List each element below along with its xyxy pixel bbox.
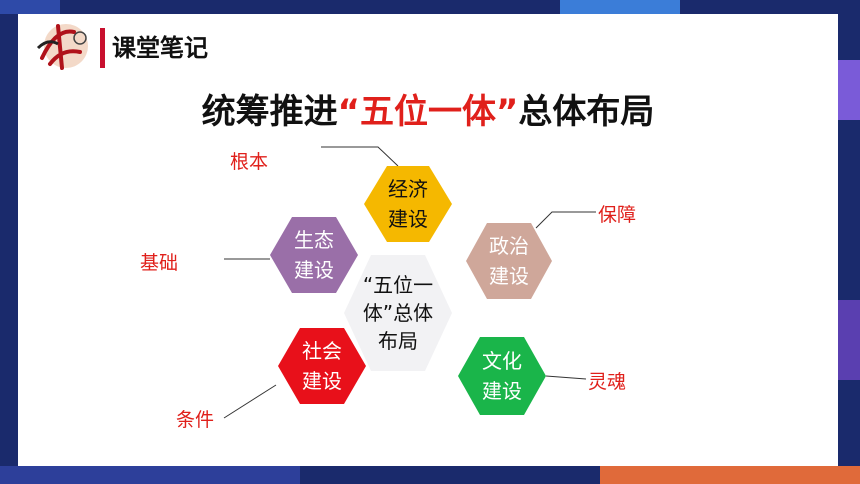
politics-line1: 政治 [489, 234, 529, 258]
politics-hexagon [466, 223, 552, 299]
culture-node-text: 文化 建设 [458, 346, 546, 406]
culture-line1: 文化 [482, 349, 522, 373]
background-stripe [0, 0, 60, 14]
connector-society [223, 384, 277, 419]
label-economy-role: 根本 [230, 151, 269, 173]
politics-line2: 建设 [489, 264, 529, 288]
economy-hexagon [364, 166, 452, 242]
society-line2: 建设 [302, 369, 342, 393]
label-culture-role: 灵魂 [588, 371, 627, 393]
background-stripe [838, 60, 860, 120]
society-hexagon [278, 328, 366, 404]
header-accent-bar [100, 28, 105, 68]
background-stripe [0, 466, 300, 484]
center-line2: 体”总体 [362, 301, 434, 325]
background-stripe [560, 0, 680, 14]
politics-node-text: 政治 建设 [466, 231, 552, 291]
society-line1: 社会 [302, 339, 342, 363]
economy-line2: 建设 [388, 207, 428, 231]
center-line1: “五位一 [362, 273, 434, 297]
center-node-text: “五位一 体”总体 布局 [344, 271, 452, 355]
header-title: 课堂笔记 [112, 34, 208, 62]
label-ecology-role: 基础 [140, 252, 179, 274]
title-highlight: “五位一体” [337, 92, 519, 132]
connector-politics [535, 211, 596, 229]
ecology-hexagon [270, 217, 358, 293]
connector-economy [321, 146, 399, 167]
ecology-node-text: 生态 建设 [270, 225, 358, 285]
culture-hexagon [458, 337, 546, 415]
title-prefix: 统筹推进 [201, 92, 338, 132]
ecology-line1: 生态 [294, 228, 334, 252]
page-title: 统筹推进“五位一体”总体布局 [18, 84, 838, 133]
center-hexagon [344, 255, 452, 371]
china-dream-logo [36, 24, 88, 70]
five-in-one-diagram [223, 146, 596, 419]
ecology-line2: 建设 [294, 258, 334, 282]
center-line3: 布局 [378, 329, 418, 353]
society-node-text: 社会 建设 [278, 336, 366, 396]
economy-line1: 经济 [388, 177, 428, 201]
background-stripe [838, 300, 860, 380]
economy-node-text: 经济 建设 [364, 174, 452, 234]
label-society-role: 条件 [176, 409, 215, 431]
connector-culture [545, 375, 587, 380]
title-suffix: 总体布局 [518, 92, 655, 132]
label-politics-role: 保障 [598, 204, 637, 226]
culture-line2: 建设 [482, 379, 522, 403]
slide-card: 课堂笔记 统筹推进“五位一体”总体布局 经济 建设 政治 建设 文化 建设 社会… [18, 14, 838, 466]
background-stripe [600, 466, 860, 484]
